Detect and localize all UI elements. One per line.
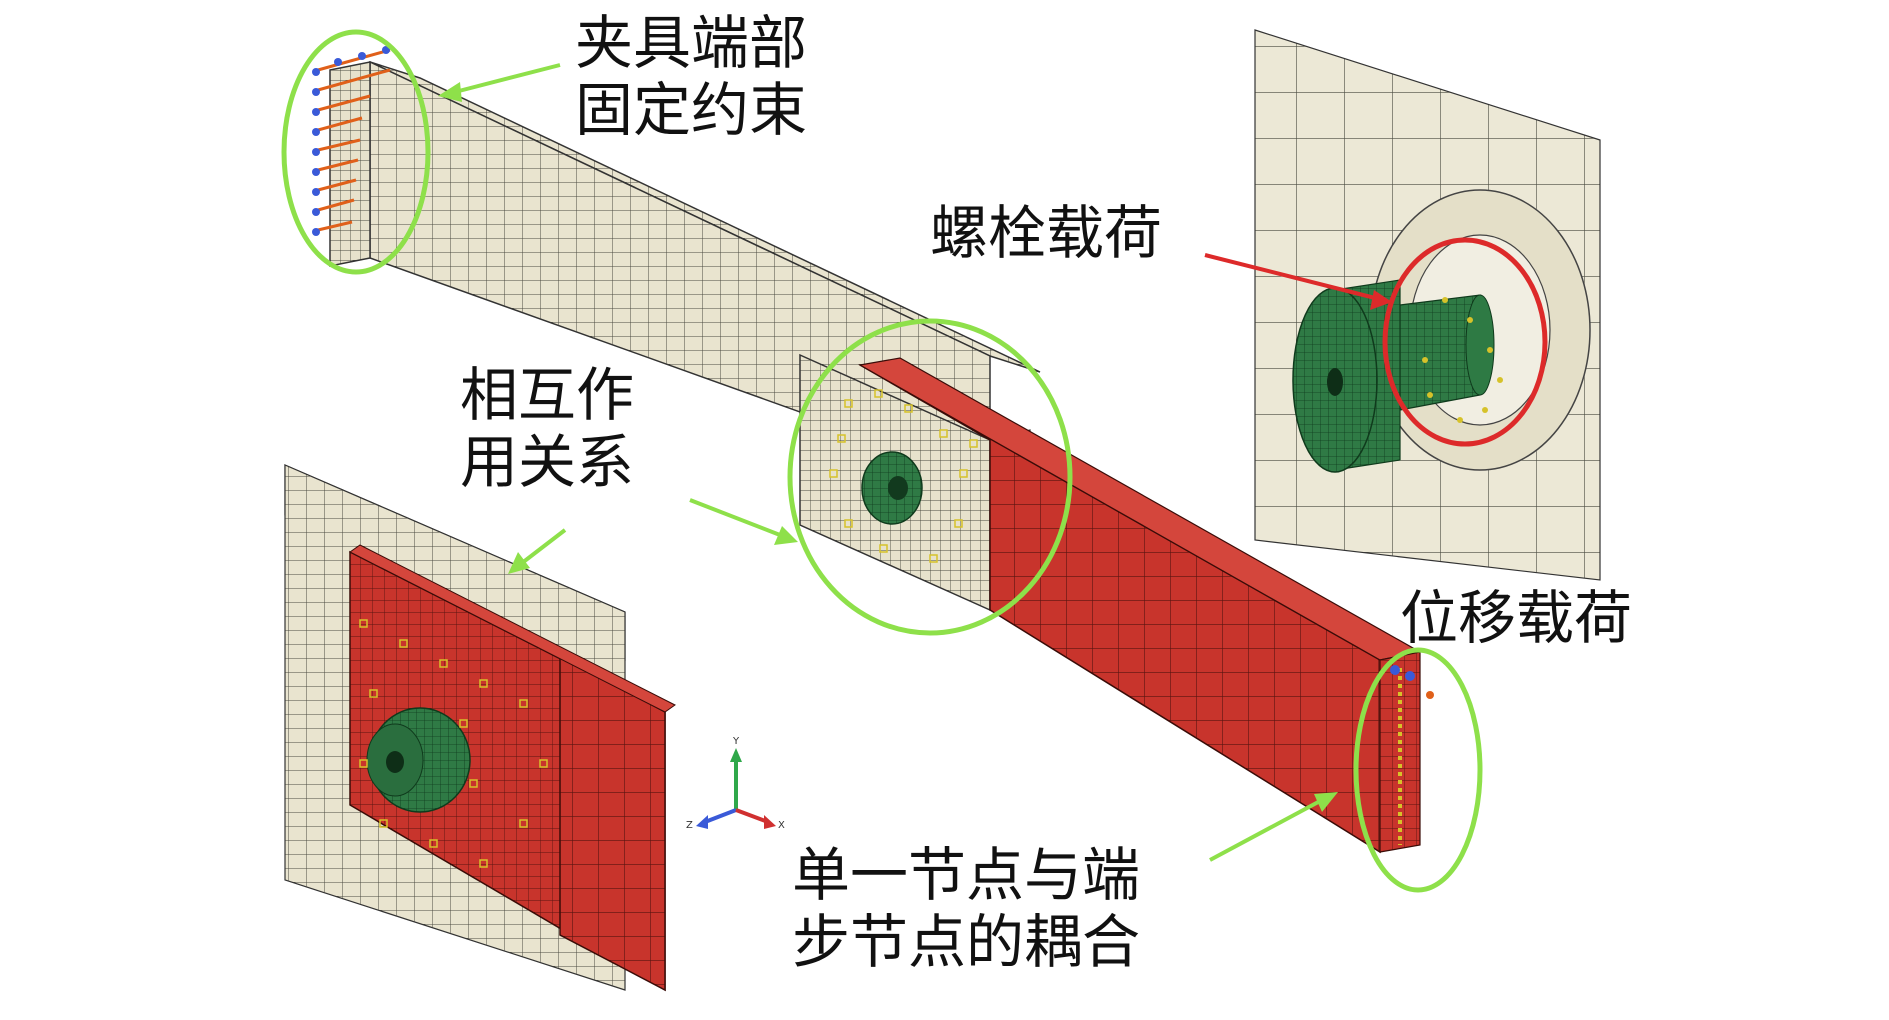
- label-displacement-load: 位移载荷: [1400, 585, 1632, 652]
- inset-bolt: [366, 707, 471, 813]
- triad-x-label: X: [778, 820, 785, 831]
- inset-bolt-shaft: [1399, 294, 1495, 411]
- label-interaction-line1: 相互作: [460, 361, 635, 429]
- clamp-highlight-ellipse: [281, 29, 431, 275]
- triad-y-label: Y: [732, 736, 740, 747]
- displacement-end-markers: [1390, 665, 1434, 845]
- inset-bolt-head: [1292, 279, 1401, 473]
- center-coupling-markers: [829, 389, 978, 563]
- label-coupling: 单一节点与端 步节点的耦合: [792, 842, 1140, 975]
- clamp-constraint-markers: [312, 46, 391, 236]
- triad-z-label: Z: [686, 820, 693, 831]
- label-coupling-line2: 步节点的耦合: [792, 907, 1141, 976]
- label-clamp-fixed-line1: 夹具端部: [575, 9, 808, 77]
- center-highlight-ellipse: [787, 318, 1073, 636]
- label-clamp-fixed: 夹具端部 固定约束: [575, 10, 807, 143]
- label-displacement-load-text: 位移载荷: [1400, 584, 1633, 652]
- label-clamp-fixed-line2: 固定约束: [575, 75, 808, 144]
- center-bolt: [861, 451, 923, 525]
- label-coupling-line1: 单一节点与端: [792, 841, 1141, 909]
- label-interaction: 相互作 用关系: [460, 362, 634, 495]
- label-interaction-line2: 用关系: [460, 427, 635, 496]
- inset-interaction: [284, 464, 676, 992]
- leader-arrows: [438, 63, 1392, 862]
- bolt-load-highlight-ellipse: [1382, 237, 1548, 447]
- inset-bolt-load: [1254, 29, 1601, 581]
- end-highlight-ellipse: [1353, 647, 1483, 893]
- coordinate-triad: Y Z X: [686, 736, 785, 831]
- label-bolt-load-text: 螺栓载荷: [930, 199, 1163, 267]
- label-bolt-load: 螺栓载荷: [930, 200, 1162, 267]
